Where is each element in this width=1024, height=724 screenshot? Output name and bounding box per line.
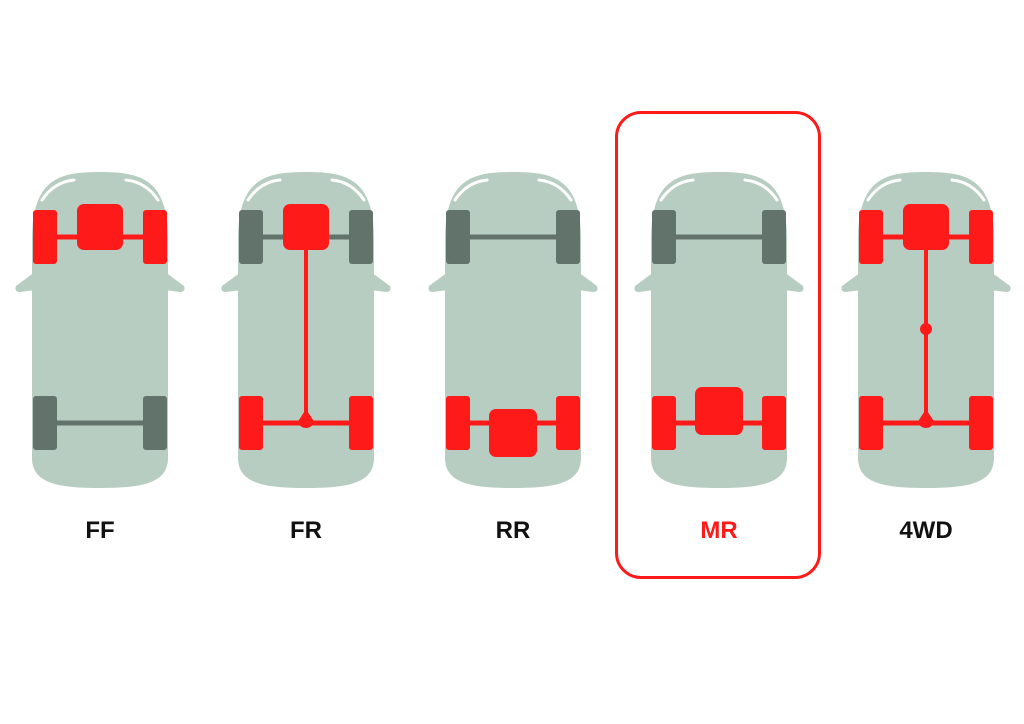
front-right-wheel: [969, 210, 993, 264]
windshield-highlight-right: [950, 178, 986, 202]
rear-right-wheel: [969, 396, 993, 450]
windshield-highlight-right: [124, 178, 160, 202]
rear-right-wheel: [762, 396, 786, 450]
front-left-wheel: [239, 210, 263, 264]
windshield-highlight-right: [330, 178, 366, 202]
left-mirror: [634, 272, 654, 292]
selected-layout-frame: [615, 111, 821, 579]
car-4wd: [841, 172, 1011, 488]
right-mirror: [578, 272, 598, 292]
windshield-highlight-left: [866, 178, 902, 202]
front-right-wheel: [349, 210, 373, 264]
car-body: [445, 172, 581, 488]
right-mirror: [784, 272, 804, 292]
windshield-highlight-right: [743, 178, 779, 202]
rear-left-wheel: [33, 396, 57, 450]
engine-block: [77, 204, 123, 250]
front-axle: [465, 234, 561, 240]
front-right-wheel: [762, 210, 786, 264]
left-mirror: [841, 272, 861, 292]
label-4wd: 4WD: [899, 517, 953, 544]
left-mirror: [428, 272, 448, 292]
rear-differential: [917, 409, 935, 428]
right-mirror: [165, 272, 185, 292]
rear-left-wheel: [859, 396, 883, 450]
rear-differential: [297, 409, 315, 428]
rear-left-wheel: [239, 396, 263, 450]
car-body: [651, 172, 787, 488]
engine-block: [903, 204, 949, 250]
car-rr: [428, 172, 598, 488]
rear-right-wheel: [556, 396, 580, 450]
front-axle: [671, 234, 767, 240]
center-differential: [920, 323, 932, 335]
label-mr: MR: [700, 517, 738, 544]
engine-block: [695, 387, 743, 435]
label-fr: FR: [290, 517, 322, 544]
car-body: [32, 172, 168, 488]
left-mirror: [221, 272, 241, 292]
front-left-wheel: [859, 210, 883, 264]
front-left-wheel: [446, 210, 470, 264]
rear-right-wheel: [143, 396, 167, 450]
car-ff: [15, 172, 185, 488]
label-ff: FF: [85, 517, 115, 544]
front-left-wheel: [33, 210, 57, 264]
left-mirror: [15, 272, 35, 292]
engine-block: [489, 409, 537, 457]
front-right-wheel: [556, 210, 580, 264]
right-mirror: [991, 272, 1011, 292]
front-right-wheel: [143, 210, 167, 264]
windshield-highlight-left: [659, 178, 695, 202]
rear-left-wheel: [652, 396, 676, 450]
label-rr: RR: [495, 517, 531, 544]
windshield-highlight-right: [537, 178, 573, 202]
rear-right-wheel: [349, 396, 373, 450]
windshield-highlight-left: [40, 178, 76, 202]
car-mr: [634, 172, 804, 488]
windshield-highlight-left: [246, 178, 282, 202]
right-mirror: [371, 272, 391, 292]
front-left-wheel: [652, 210, 676, 264]
car-fr: [221, 172, 391, 488]
engine-block: [283, 204, 329, 250]
rear-left-wheel: [446, 396, 470, 450]
rear-axle: [52, 420, 148, 426]
windshield-highlight-left: [453, 178, 489, 202]
drive-shaft: [304, 237, 308, 419]
